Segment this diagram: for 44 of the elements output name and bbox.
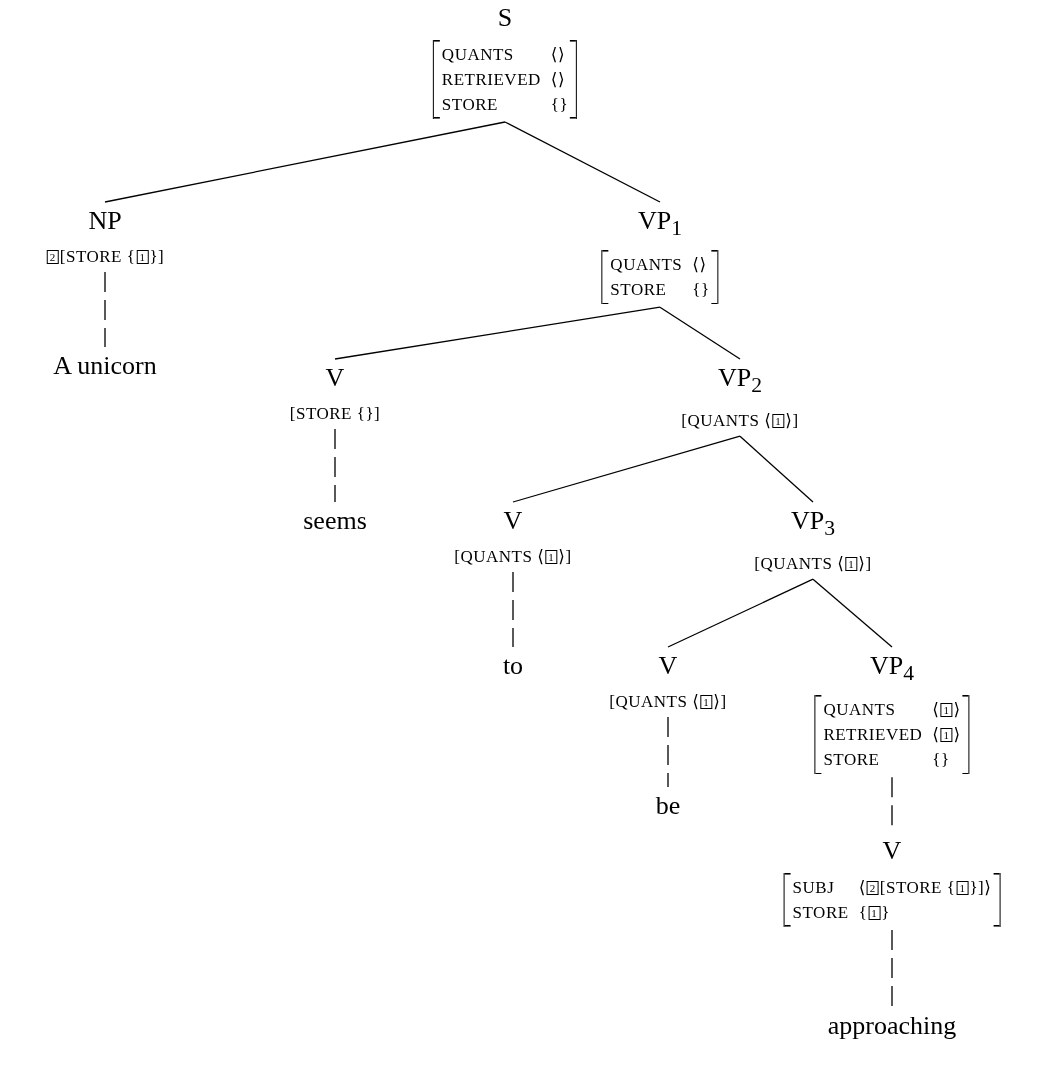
category-label: V <box>882 835 902 867</box>
branch-line <box>659 306 741 360</box>
dashed-branch-line <box>667 716 669 788</box>
feature-row-text: QUANTS ⟨⟩ <box>441 44 567 66</box>
dashed-branch-line <box>334 428 336 503</box>
category-label: VP$_{2}$ <box>717 362 763 400</box>
dashed-branch-line <box>891 929 893 1008</box>
word-label: seems <box>303 505 367 537</box>
branch-line <box>104 121 506 203</box>
feature-structure: [QUANTS ⟨1⟩] <box>454 546 572 568</box>
feature-row-text: STORE {} <box>441 94 569 116</box>
branch-line <box>504 121 661 203</box>
category-label: V <box>503 505 523 537</box>
branch-line <box>812 578 893 648</box>
word-label: approaching <box>827 1010 957 1042</box>
category-label: NP <box>88 205 122 237</box>
feature-row-text: STORE {} <box>823 749 951 772</box>
dashed-branch-line <box>512 571 514 648</box>
feature-row-text: RETRIEVED ⟨1⟩ <box>823 724 961 747</box>
feature-structure: [QUANTS ⟨1⟩] <box>754 553 872 576</box>
word-label: to <box>502 650 524 682</box>
feature-row-text: RETRIEVED ⟨⟩ <box>441 69 567 91</box>
feature-structure: [STORE {}] <box>289 403 381 425</box>
word-label: be <box>655 790 681 822</box>
feature-structure: [QUANTS ⟨1⟩] <box>609 691 727 713</box>
feature-row-text: SUBJ ⟨2[STORE {1}]⟩ <box>792 877 992 899</box>
category-label: VP$_{4}$ <box>869 650 915 688</box>
feature-row-text: QUANTS ⟨⟩ <box>610 254 708 277</box>
feature-structure: [QUANTS ⟨1⟩] <box>681 410 799 433</box>
word-label: A unicorn <box>53 350 157 382</box>
branch-line <box>739 435 814 503</box>
category-label: V <box>325 362 345 394</box>
branch-line <box>334 306 661 360</box>
feature-row-text: QUANTS ⟨1⟩ <box>823 699 961 722</box>
category-label: VP$_{3}$ <box>790 505 836 543</box>
feature-row-text: STORE {} <box>610 279 710 302</box>
branch-line <box>667 578 814 648</box>
branch-line <box>512 435 741 503</box>
category-label: V <box>658 650 678 682</box>
feature-structure: 2[STORE {1}] <box>45 245 165 269</box>
dashed-branch-line <box>104 271 106 348</box>
category-label: VP$_{1}$ <box>637 205 683 243</box>
category-label: S <box>497 2 513 34</box>
feature-row-text: STORE {1} <box>792 902 891 924</box>
